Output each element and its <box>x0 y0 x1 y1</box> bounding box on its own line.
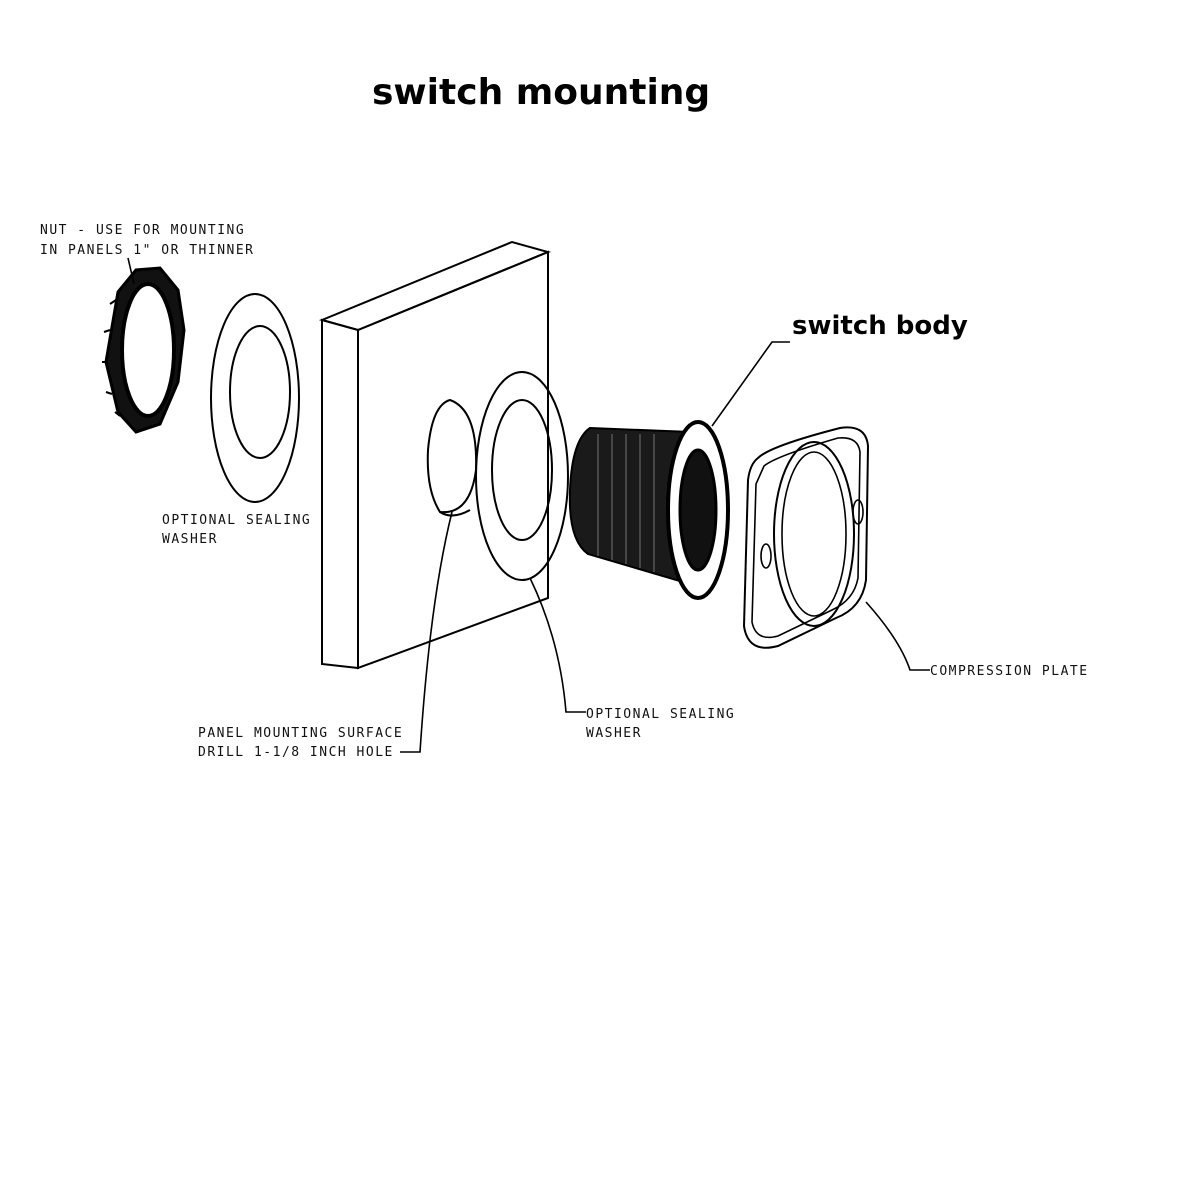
leader-nut <box>127 257 135 285</box>
washer-right-label-line2: WASHER <box>586 726 642 741</box>
washer-left-label-line1: OPTIONAL SEALING <box>162 513 311 528</box>
leader-compression-plate <box>865 601 930 671</box>
panel-icon <box>318 240 552 670</box>
panel-label-line2: DRILL 1-1/8 INCH HOLE <box>198 745 394 760</box>
leader-switch-body <box>711 341 790 427</box>
nut-label-line2: IN PANELS 1" OR THINNER <box>40 243 255 258</box>
compression-plate-label: COMPRESSION PLATE <box>930 664 1089 679</box>
washer-right-label-line1: OPTIONAL SEALING <box>586 707 735 722</box>
leader-panel-hole <box>400 511 453 753</box>
nut-icon <box>102 266 186 434</box>
compression-plate-icon <box>742 426 870 649</box>
sealing-washer-right-icon <box>475 371 569 581</box>
switch-body-icon <box>568 420 730 600</box>
diagram-title: switch mounting <box>372 72 710 113</box>
switch-body-label: switch body <box>792 311 968 341</box>
leader-washer-right <box>529 577 586 713</box>
panel-label-line1: PANEL MOUNTING SURFACE <box>198 726 403 741</box>
nut-label-line1: NUT - USE FOR MOUNTING <box>40 223 245 238</box>
sealing-washer-left-icon <box>210 293 300 503</box>
washer-left-label-line2: WASHER <box>162 532 218 547</box>
